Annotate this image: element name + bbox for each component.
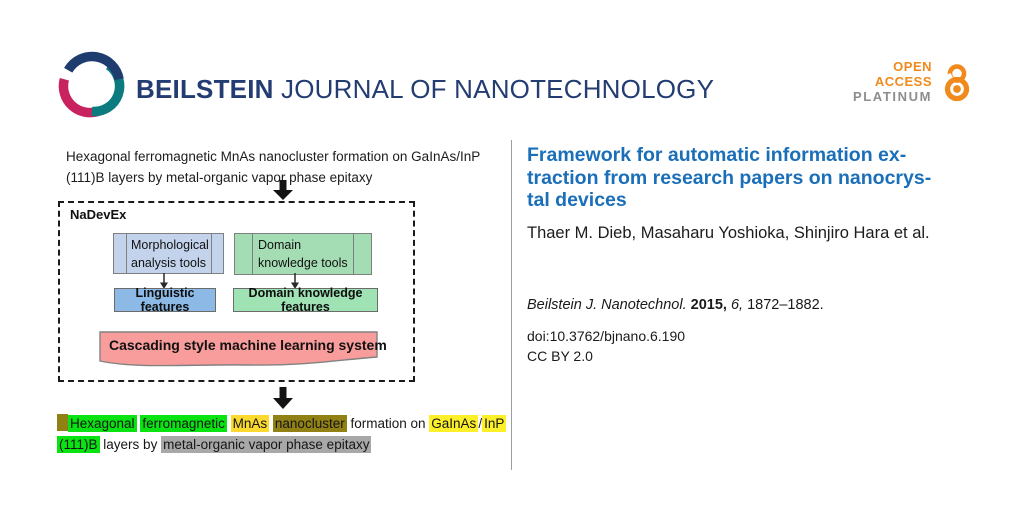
annotated-sentence: Hexagonal ferromagnetic MnAs nanocluster… <box>57 413 507 455</box>
open-access-line3: PLATINUM <box>853 89 932 104</box>
nadevex-label: NaDevEx <box>70 207 127 222</box>
down-arrow-icon <box>273 180 293 200</box>
article-authors: Thaer M. Dieb, Masaharu Yoshioka, Shinji… <box>527 224 930 242</box>
annotated-token <box>57 414 68 431</box>
figure-caption: Hexagonal ferromagnetic MnAs nanocluster… <box>66 146 480 188</box>
domain-tools-line1: Domain <box>258 238 302 252</box>
annotated-token: ferromagnetic <box>140 415 227 432</box>
annotated-token: Hexagonal <box>68 415 137 432</box>
nadevex-frame <box>58 201 415 382</box>
annotated-token: formation on <box>350 416 426 431</box>
article-citation: Beilstein J. Nanotechnol. 2015, 6, 1872–… <box>527 297 824 313</box>
domain-tools-line2: knowledge tools <box>258 256 348 270</box>
ml-system-label: Cascading style machine learning system <box>109 337 387 353</box>
open-access-lock-icon <box>942 64 970 102</box>
open-access-line2: ACCESS <box>874 74 932 89</box>
title-line2: traction from research papers on nanocry… <box>527 166 932 189</box>
figure-caption-line2: (111)B layers by metal-organic vapor pha… <box>66 170 373 185</box>
article-license: CC BY 2.0 <box>527 348 593 364</box>
box-divider <box>252 234 253 274</box>
box-divider <box>211 234 212 273</box>
box-divider <box>353 234 354 274</box>
figure-caption-line1: Hexagonal ferromagnetic MnAs nanocluster… <box>66 149 481 164</box>
beilstein-swirl-logo <box>58 51 125 118</box>
small-down-arrow-icon <box>160 273 168 289</box>
small-down-arrow-icon <box>291 273 299 289</box>
annotated-line: Hexagonal ferromagnetic MnAs nanocluster… <box>57 413 507 434</box>
annotated-line: (111)B layers by metal-organic vapor pha… <box>57 434 487 455</box>
title-line1: Framework for automatic information ex- <box>527 144 907 166</box>
citation-year: 2015, <box>690 297 727 313</box>
journal-brand: BEILSTEIN JOURNAL OF NANOTECHNOLOGY <box>136 74 714 105</box>
annotated-token: layers by <box>103 437 158 452</box>
citation-volume: 6, <box>730 297 744 313</box>
domain-features-label: Domain knowledge features <box>248 286 363 314</box>
annotated-token: GaInAs <box>429 415 479 432</box>
citation-pages: 1872–1882. <box>747 297 824 313</box>
annotated-token: MnAs <box>230 415 270 432</box>
article-doi: doi:10.3762/bjnano.6.190 <box>527 328 686 344</box>
open-access-badge: OPEN ACCESS PLATINUM <box>852 59 932 104</box>
annotated-token: / <box>478 416 483 431</box>
domain-knowledge-tools-box: Domain knowledge tools <box>234 233 372 275</box>
open-access-line1: OPEN <box>893 59 932 74</box>
annotated-token: nanocluster <box>272 415 347 432</box>
linguistic-features-label: Linguistic features <box>135 286 195 314</box>
morphological-tools-line2: analysis tools <box>131 256 207 270</box>
annotated-token: metal-organic vapor phase epitaxy <box>161 436 372 453</box>
annotated-token: InP <box>482 415 507 432</box>
citation-journal: Beilstein J. Nanotechnol. <box>527 297 687 313</box>
title-line3: tal devices <box>527 189 627 211</box>
morphological-tools-box: Morphological analysis tools <box>113 233 224 274</box>
journal-brand-subtitle: JOURNAL OF NANOTECHNOLOGY <box>281 74 715 104</box>
domain-knowledge-features-box: Domain knowledge features <box>233 286 378 314</box>
down-arrow-icon <box>273 387 293 409</box>
ml-system-box <box>99 331 378 367</box>
vertical-divider <box>511 140 512 470</box>
annotated-token: (111)B <box>57 436 100 453</box>
article-title-link[interactable]: Framework for automatic information ex- … <box>527 144 931 212</box>
linguistic-features-box: Linguistic features <box>114 286 216 314</box>
box-divider <box>126 234 127 273</box>
journal-brand-name: BEILSTEIN <box>136 74 274 104</box>
morphological-tools-line1: Morphological <box>131 238 209 252</box>
